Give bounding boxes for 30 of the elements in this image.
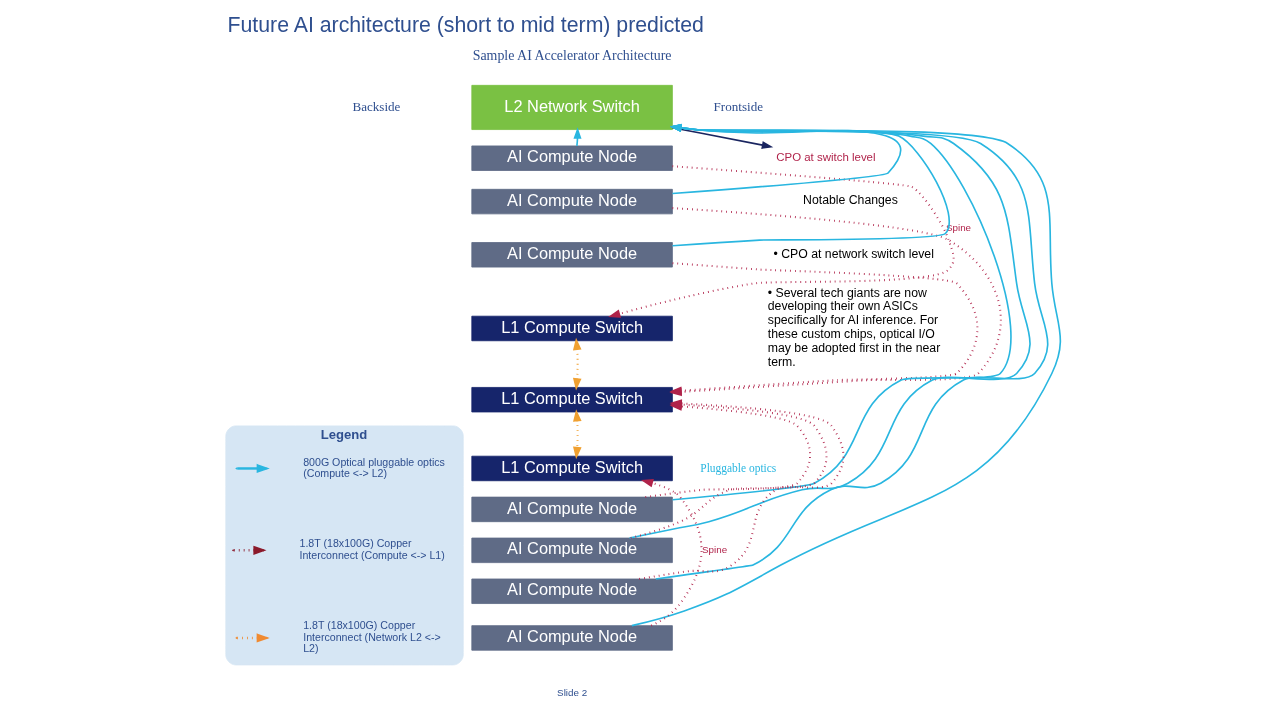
arrow <box>573 127 582 147</box>
node-box: AI Compute Node <box>471 242 673 268</box>
label: • CPO at network switch level <box>773 246 934 261</box>
arrow <box>572 337 582 391</box>
arrow <box>640 479 703 627</box>
label: • Several tech giants are now developing their own ASICs specifically for AI inference. For these custom chips, optical I/O may be adopted first in the near term. <box>767 285 941 370</box>
label: Sample AI Accelerator Architecture <box>472 48 672 64</box>
node-box: L2 Network Switch <box>471 84 673 130</box>
node-box: L1 Compute Switch <box>471 387 673 413</box>
node-box: L1 Compute Switch <box>471 455 673 482</box>
diagram-title: Future AI architecture (short to mid term) predicted <box>227 12 704 37</box>
label: Frontside <box>713 98 763 114</box>
node-box: L1 Compute Switch <box>471 315 673 342</box>
arrow <box>608 165 955 318</box>
label: Pluggable optics <box>700 461 777 474</box>
node-box: AI Compute Node <box>471 188 673 215</box>
node-box: AI Compute Node <box>471 145 673 171</box>
node-text: CPO at switch level <box>776 151 876 164</box>
node-box: AI Compute Node <box>471 625 673 651</box>
legend-label: 1.8T (18x100G) Copper Interconnect (Compute <-> L1) <box>299 537 445 561</box>
node-box: AI Compute Node <box>471 496 673 523</box>
arrow <box>573 409 582 460</box>
legend-label: 1.8T (18x100G) Copper Interconnect (Network L2 <-> L2) <box>303 619 441 655</box>
node-box: AI Compute Node <box>471 537 673 563</box>
label: Notable Changes <box>803 193 898 208</box>
edge-label: Spine <box>701 543 728 555</box>
label: Slide 2 <box>557 687 588 699</box>
legend-label: 800G Optical pluggable optics (Compute <-> L2) <box>303 455 445 479</box>
label: Backside <box>352 98 401 114</box>
node-box: AI Compute Node <box>471 578 673 604</box>
